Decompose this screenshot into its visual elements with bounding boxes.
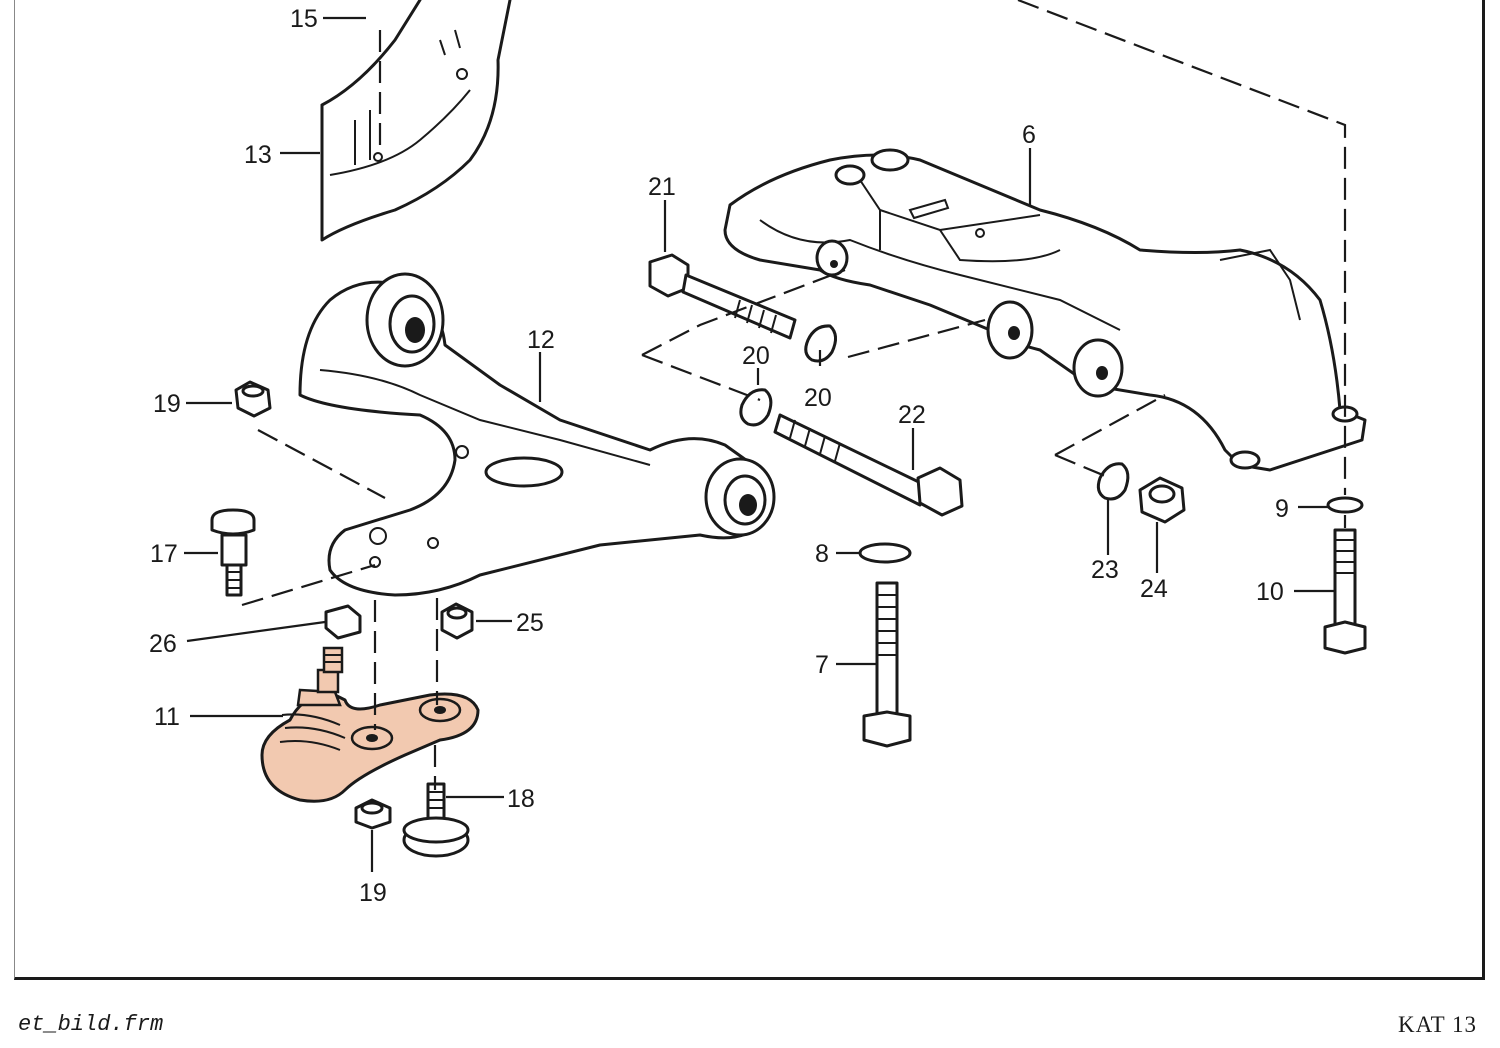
label-18: 18 <box>507 785 535 813</box>
stud-bolt-drawing <box>210 508 256 597</box>
part-labels: 15 13 12 6 21 20 20 22 19 17 26 25 11 18… <box>149 5 1289 907</box>
footer-filename: et_bild.frm <box>18 1012 164 1037</box>
label-6: 6 <box>1022 121 1036 149</box>
label-26: 26 <box>149 630 177 658</box>
washer-right-drawing <box>1326 496 1364 514</box>
washer-drawing <box>858 542 912 564</box>
leader-lines <box>184 16 1335 872</box>
label-11: 11 <box>154 703 180 731</box>
label-19-upper: 19 <box>153 390 181 418</box>
label-12: 12 <box>527 326 555 354</box>
label-25: 25 <box>516 609 544 637</box>
eccentric-washer-rear-drawing <box>1096 462 1130 501</box>
nut-lower-drawing <box>354 798 392 830</box>
label-8: 8 <box>815 540 829 568</box>
label-9: 9 <box>1275 495 1289 523</box>
label-23: 23 <box>1091 556 1119 584</box>
pivot-bolt-front-drawing <box>648 253 797 340</box>
ball-joint-drawing <box>260 646 480 803</box>
label-20-left: 20 <box>742 342 770 370</box>
label-24: 24 <box>1140 575 1168 603</box>
control-arm-drawing <box>298 272 776 597</box>
ball-joint-bolt-drawing <box>402 782 470 858</box>
label-15: 15 <box>290 5 318 33</box>
splash-shield-drawing <box>320 0 512 242</box>
label-22: 22 <box>898 401 926 429</box>
label-10: 10 <box>1256 578 1284 606</box>
label-19-lower: 19 <box>359 879 387 907</box>
label-21: 21 <box>648 173 676 201</box>
footer-catalog-ref: KAT 13 <box>1398 1012 1478 1037</box>
label-13: 13 <box>244 141 272 169</box>
nut-small-drawing <box>440 602 474 640</box>
label-7: 7 <box>815 651 829 679</box>
label-17: 17 <box>150 540 178 568</box>
diagram-frame <box>14 0 1485 980</box>
bolt-long-drawing <box>862 581 912 748</box>
self-locking-nut-drawing <box>1138 476 1186 524</box>
clip-nut-drawing <box>324 604 362 640</box>
eccentric-washer-right-drawing <box>804 324 837 363</box>
assembly-lines <box>241 0 1347 790</box>
label-20-right: 20 <box>804 384 832 412</box>
subframe-drawing <box>723 148 1367 472</box>
bolt-right-drawing <box>1323 528 1367 655</box>
pivot-bolt-rear-drawing <box>773 413 964 517</box>
nut-upper-drawing <box>234 380 272 418</box>
eccentric-washer-left-drawing <box>739 388 773 427</box>
